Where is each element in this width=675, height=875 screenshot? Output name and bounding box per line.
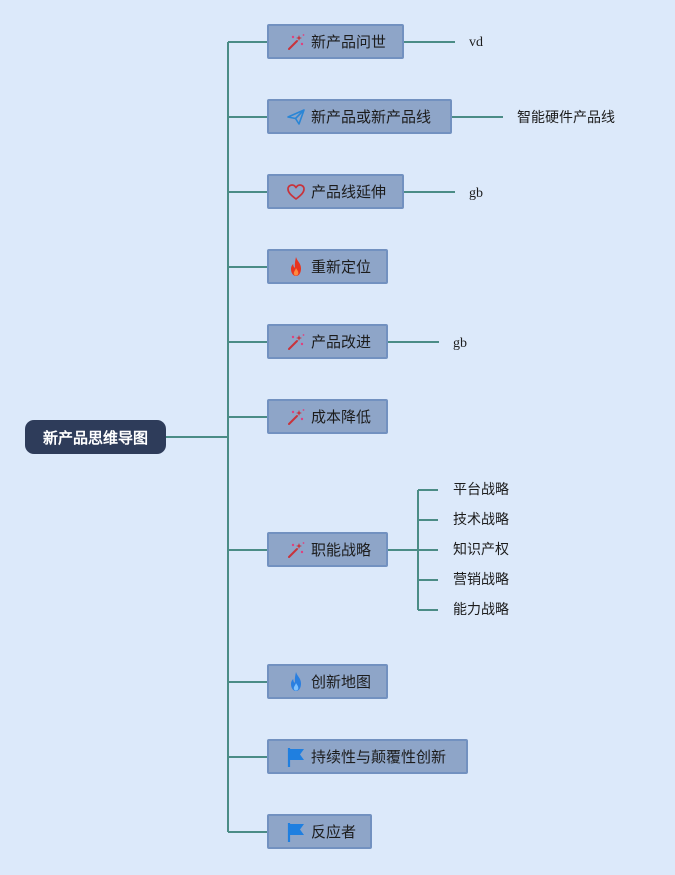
branch-label: 产品改进 [311,333,372,351]
leaf-item[interactable]: 营销战略 [453,572,509,588]
branch-node-line-extension[interactable]: 产品线延伸 [267,174,404,209]
branch-node-new-product-line[interactable]: 新产品或新产品线 [267,99,452,134]
leaf-item[interactable]: 知识产权 [453,542,509,558]
branch-label: 持续性与颠覆性创新 [311,748,447,766]
branch-label: 重新定位 [311,258,372,276]
magic-wand-icon [285,539,307,561]
branch-label: 成本降低 [311,408,372,426]
leaf-item[interactable]: vd [469,35,483,50]
magic-wand-icon [285,406,307,428]
root-label: 新产品思维导图 [42,428,148,447]
branch-node-product-improvement[interactable]: 产品改进 [267,324,388,359]
branch-node-cost-reduction[interactable]: 成本降低 [267,399,388,434]
root-node[interactable]: 新产品思维导图 [25,420,166,454]
flag-icon [285,746,307,768]
branch-node-sustaining-disruptive-innovation[interactable]: 持续性与颠覆性创新 [267,739,468,774]
branch-node-innovation-map[interactable]: 创新地图 [267,664,388,699]
leaf-item[interactable]: 能力战略 [453,602,509,618]
branch-label: 新产品或新产品线 [311,108,432,126]
branch-node-functional-strategy[interactable]: 职能战略 [267,532,388,567]
branch-label: 反应者 [311,823,357,841]
leaf-item[interactable]: 技术战略 [453,512,509,528]
magic-wand-icon [285,31,307,53]
leaf-item[interactable]: 智能硬件产品线 [517,110,615,126]
leaf-item[interactable]: gb [469,186,483,201]
magic-wand-icon [285,331,307,353]
branch-node-reactor[interactable]: 反应者 [267,814,372,849]
paper-plane-icon [285,106,307,128]
leaf-item[interactable]: gb [453,336,467,351]
branch-node-new-product-launch[interactable]: 新产品问世 [267,24,404,59]
branch-node-repositioning[interactable]: 重新定位 [267,249,388,284]
branch-label: 创新地图 [311,673,372,691]
red-flame-icon [285,256,307,278]
branch-label: 新产品问世 [311,33,387,51]
branch-label: 职能战略 [311,541,372,559]
branch-label: 产品线延伸 [311,183,387,201]
heart-icon [285,181,307,203]
flag-icon [285,821,307,843]
leaf-item[interactable]: 平台战略 [453,482,509,498]
blue-flame-icon [285,671,307,693]
